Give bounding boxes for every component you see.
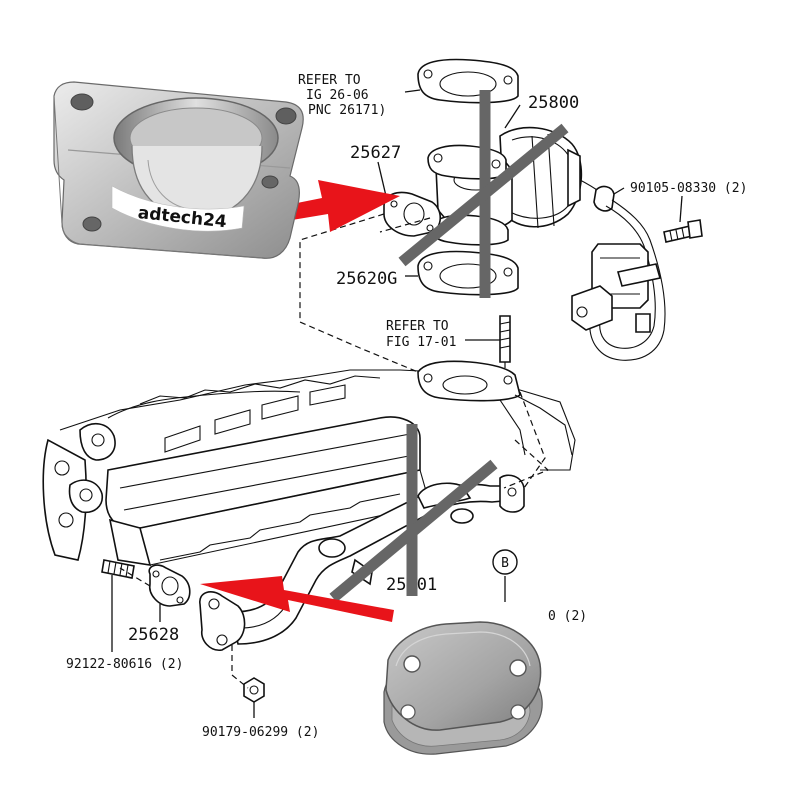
photo-flange-adapter: adtech24 [53, 81, 304, 259]
cross-out-lower [329, 424, 498, 603]
assembly-lines [119, 213, 550, 689]
stud-center [499, 315, 511, 363]
nut-90179 [243, 677, 265, 703]
circle-b-text: B [501, 556, 509, 571]
part-b-qty-label: 0 (2) [548, 609, 587, 624]
refer-note-2-line-2: FIG 17-01 [386, 335, 456, 350]
part-25800-label: 25800 [528, 93, 579, 113]
refer-note-2-line-1: REFER TO [386, 319, 449, 334]
bolt-90105 [663, 219, 703, 243]
refer-note-1-line-2: IG 26-06 [306, 88, 369, 103]
refer-note-1-line-1: REFER TO [298, 73, 361, 88]
arrow-lower [200, 576, 394, 622]
callout-circle-b: B [492, 549, 518, 575]
egr-pipe-25601 [199, 474, 525, 651]
gasket-25620g [417, 250, 519, 296]
gasket-top [417, 58, 519, 104]
vsv-valve [571, 243, 662, 333]
part-25620g-label: 25620G [336, 269, 397, 289]
leader-lines [111, 89, 683, 718]
part-90179-label: 90179-06299 (2) [202, 725, 319, 740]
part-25601-label: 25 01 [386, 575, 437, 595]
labels: REFER TO IG 26-06 PNC 26171) 25800 25627… [66, 73, 747, 740]
part-92122-label: 92122-80616 (2) [66, 657, 183, 672]
intake-manifold-drawing [42, 360, 576, 566]
part-25627-label: 25627 [350, 143, 401, 163]
photo-blanking-plate [383, 621, 543, 755]
refer-note-1-line-3: PNC 26171) [308, 103, 386, 118]
stud-92122 [101, 559, 135, 579]
part-25628-label: 25628 [128, 625, 179, 645]
cross-out-upper [398, 90, 569, 298]
gasket-25628 [148, 564, 191, 607]
part-90105-label: 90105-08330 (2) [630, 181, 747, 196]
